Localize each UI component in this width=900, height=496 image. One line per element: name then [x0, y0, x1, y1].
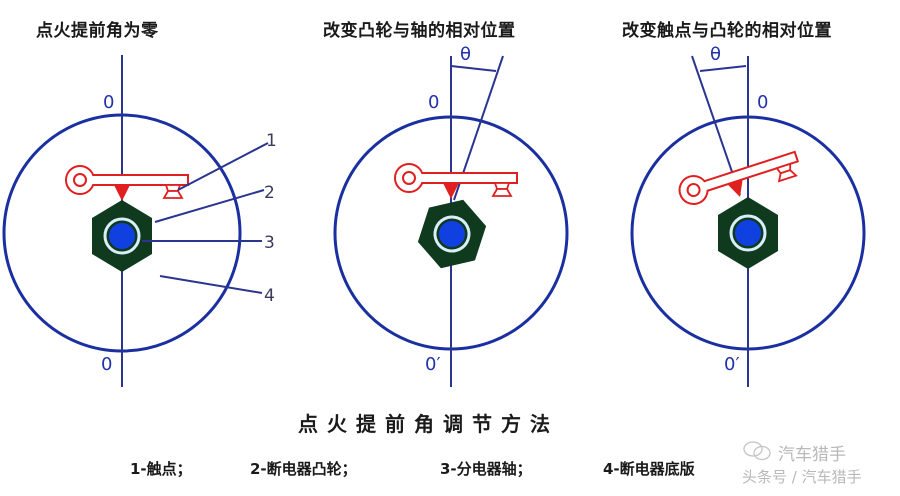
ignition-advance-diagram: 0 0 1 2 3 4 θ 0 0′ θ 0 0′ — [2, 44, 866, 387]
angle-bracket — [699, 65, 747, 72]
breaker-cam — [716, 195, 780, 271]
contact-point — [65, 165, 189, 202]
panel-3-title: 改变触点与凸轮的相对位置 — [622, 21, 832, 41]
callout-2: 2 — [264, 183, 275, 203]
callout-line-1 — [177, 142, 269, 191]
angle-bracket — [450, 65, 497, 72]
breaker-cam — [90, 198, 154, 274]
watermark-name: 汽车猎手 — [778, 445, 846, 465]
theta-label: θ — [460, 44, 471, 65]
legend-item-cam: 2-断电器凸轮； — [250, 460, 357, 478]
callout-line-2 — [154, 189, 265, 223]
legend-item-contact: 1-触点； — [130, 460, 192, 478]
panel-1-title: 点火提前角为零 — [36, 21, 159, 41]
legend-item-plate: 4-断电器底版 — [603, 460, 695, 478]
callout-4: 4 — [264, 286, 275, 306]
main-caption: 点火提前角调节方法 — [298, 412, 559, 436]
theta-label: θ — [710, 44, 721, 65]
callout-3: 3 — [264, 233, 275, 253]
legend-item-shaft: 3-分电器轴； — [440, 460, 532, 478]
callout-1: 1 — [266, 131, 277, 151]
top-zero-mark: 0 — [103, 92, 114, 113]
panel-2-title: 改变凸轮与轴的相对位置 — [323, 21, 516, 41]
callout-line-4 — [159, 275, 263, 294]
bottom-zero-prime-mark: 0′ — [425, 354, 441, 375]
watermark-source: 头条号 / 汽车猎手 — [742, 468, 862, 486]
top-zero-mark: 0 — [757, 92, 768, 113]
panel-2-diagram: θ 0 0′ — [333, 44, 569, 387]
bottom-zero-mark: 0 — [101, 354, 112, 375]
panel-3-diagram: θ 0 0′ — [630, 44, 866, 387]
watermark-chat-icon — [743, 441, 771, 461]
panel-1-diagram: 0 0 1 2 3 4 — [2, 55, 277, 387]
bottom-zero-prime-mark: 0′ — [724, 354, 740, 375]
breaker-cam-rotated — [410, 188, 494, 280]
top-zero-mark: 0 — [428, 92, 439, 113]
